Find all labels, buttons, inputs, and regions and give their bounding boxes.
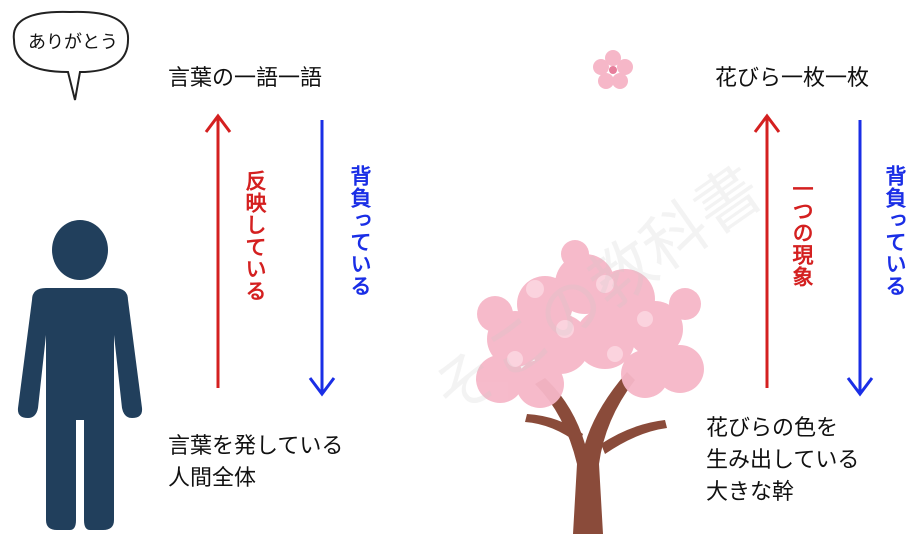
left-up-arrow-label: 反映している	[243, 170, 267, 302]
right-bottom-label-line-2: 生み出している	[706, 448, 860, 473]
right-down-arrow-label: 背負っている	[883, 165, 907, 297]
person-icon	[17, 220, 143, 530]
small-blossom-icon	[593, 50, 633, 89]
right-down-arrow	[846, 120, 874, 397]
left-bottom-label-line-2: 人間全体	[168, 466, 257, 491]
left-bottom-label-line-1: 言葉を発している	[168, 434, 344, 459]
speech-bubble	[12, 10, 130, 101]
right-top-label: 花びら一枚一枚	[715, 66, 870, 91]
left-up-arrow	[204, 113, 232, 388]
right-up-arrow-label: 一つの現象	[790, 178, 814, 288]
speech-bubble-text: ありがとう	[28, 32, 118, 53]
right-up-arrow	[753, 113, 781, 388]
cherry-tree-icon	[476, 240, 704, 534]
left-top-label: 言葉の一語一語	[168, 66, 323, 91]
right-bottom-label-line-3: 大きな幹	[706, 480, 795, 505]
right-bottom-label-line-1: 花びらの色を	[706, 416, 839, 441]
left-down-arrow	[308, 120, 336, 397]
left-down-arrow-label: 背負っている	[348, 165, 372, 297]
